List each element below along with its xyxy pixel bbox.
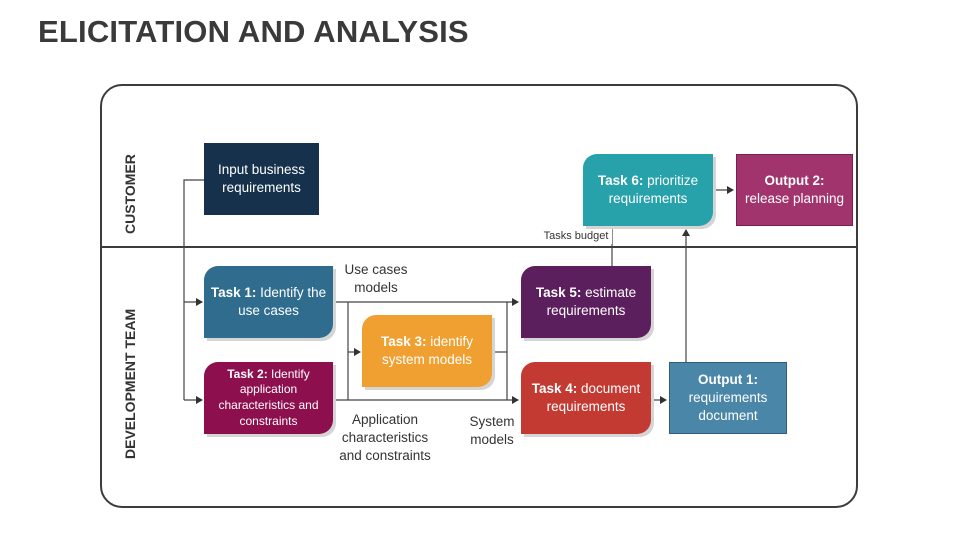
task-6-box: Task 6: prioritize requirements	[583, 154, 713, 226]
task-3-prefix: Task 3:	[380, 333, 427, 349]
output-2-box: Output 2: release planning	[736, 154, 853, 226]
task-5-text: estimate requirements	[546, 284, 637, 318]
task-6-prefix: Task 6:	[597, 172, 644, 188]
input-business-requirements: Input business requirements	[204, 143, 319, 215]
lane-divider	[100, 246, 858, 248]
output-1-text: requirements document	[688, 389, 768, 424]
input-text: Input business requirements	[217, 161, 306, 195]
task-5-prefix: Task 5:	[535, 284, 582, 300]
task-3-box: Task 3: identify system models	[362, 315, 492, 387]
label-application-characteristics: Application characteristics and constrai…	[339, 412, 431, 464]
task-3-text: identify system models	[381, 333, 474, 367]
task-1-text: Identify the use cases	[238, 284, 327, 318]
output-2-prefix: Output 2:	[764, 172, 825, 188]
output-1-prefix: Output 1:	[698, 371, 758, 387]
task-1-prefix: Task 1:	[210, 284, 257, 300]
label-system-models: System models	[469, 414, 515, 448]
task-4-prefix: Task 4:	[531, 380, 578, 396]
task-2-box: Task 2: Identify application characteris…	[204, 362, 333, 434]
output-2-text: release planning	[744, 191, 845, 206]
swimlane-frame	[100, 84, 858, 508]
task-1-box: Task 1: Identify the use cases	[204, 266, 333, 338]
task-2-text: Identify application characteristics and…	[218, 366, 319, 428]
task-4-text: document requirements	[546, 380, 641, 414]
task-4-box: Task 4: document requirements	[521, 362, 651, 434]
tasks-budget-text: Tasks budget	[543, 230, 609, 242]
page-title: ELICITATION AND ANALYSIS	[38, 14, 469, 49]
task-2-prefix: Task 2:	[227, 366, 268, 381]
output-1-box: Output 1: requirements document	[669, 362, 787, 434]
label-tasks-budget: Tasks budget	[540, 229, 612, 245]
task-6-text: prioritize requirements	[608, 172, 699, 206]
task-5-box: Task 5: estimate requirements	[521, 266, 651, 338]
label-use-cases-models: Use cases models	[344, 262, 408, 296]
